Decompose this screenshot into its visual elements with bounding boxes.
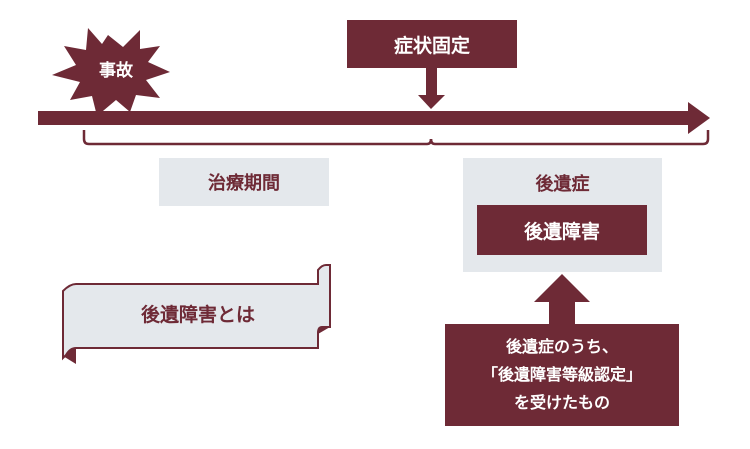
callout-line: 後遺症のうち、 (505, 337, 618, 356)
disability-box: 後遺障害 (477, 205, 647, 255)
treatment-period-box: 治療期間 (159, 158, 329, 206)
accident-label: 事故 (99, 61, 133, 81)
aftereffect-label: 後遺症 (535, 174, 590, 195)
treatment-bracket (82, 130, 433, 146)
callout-text: 後遺症のうち、 「後遺障害等級認定」 を受けたもの (482, 333, 642, 417)
accident-starburst-icon (52, 28, 170, 116)
treatment-period-label: 治療期間 (208, 173, 280, 194)
scroll-label: 後遺障害とは (140, 304, 255, 326)
disability-label: 後遺障害 (523, 220, 600, 243)
scroll-banner (62, 264, 331, 364)
fixed-symptom-label: 症状固定 (393, 34, 470, 57)
aftereffect-bracket (429, 130, 710, 146)
callout-up-arrow (534, 274, 590, 326)
fixed-down-arrow (418, 66, 445, 109)
callout-line: を受けたもの (513, 393, 610, 412)
timeline-arrow (38, 102, 710, 134)
callout-line: 「後遺障害等級認定」 (481, 365, 642, 384)
callout-box: 後遺症のうち、 「後遺障害等級認定」 を受けたもの (445, 324, 679, 426)
fixed-symptom-box: 症状固定 (347, 20, 517, 68)
